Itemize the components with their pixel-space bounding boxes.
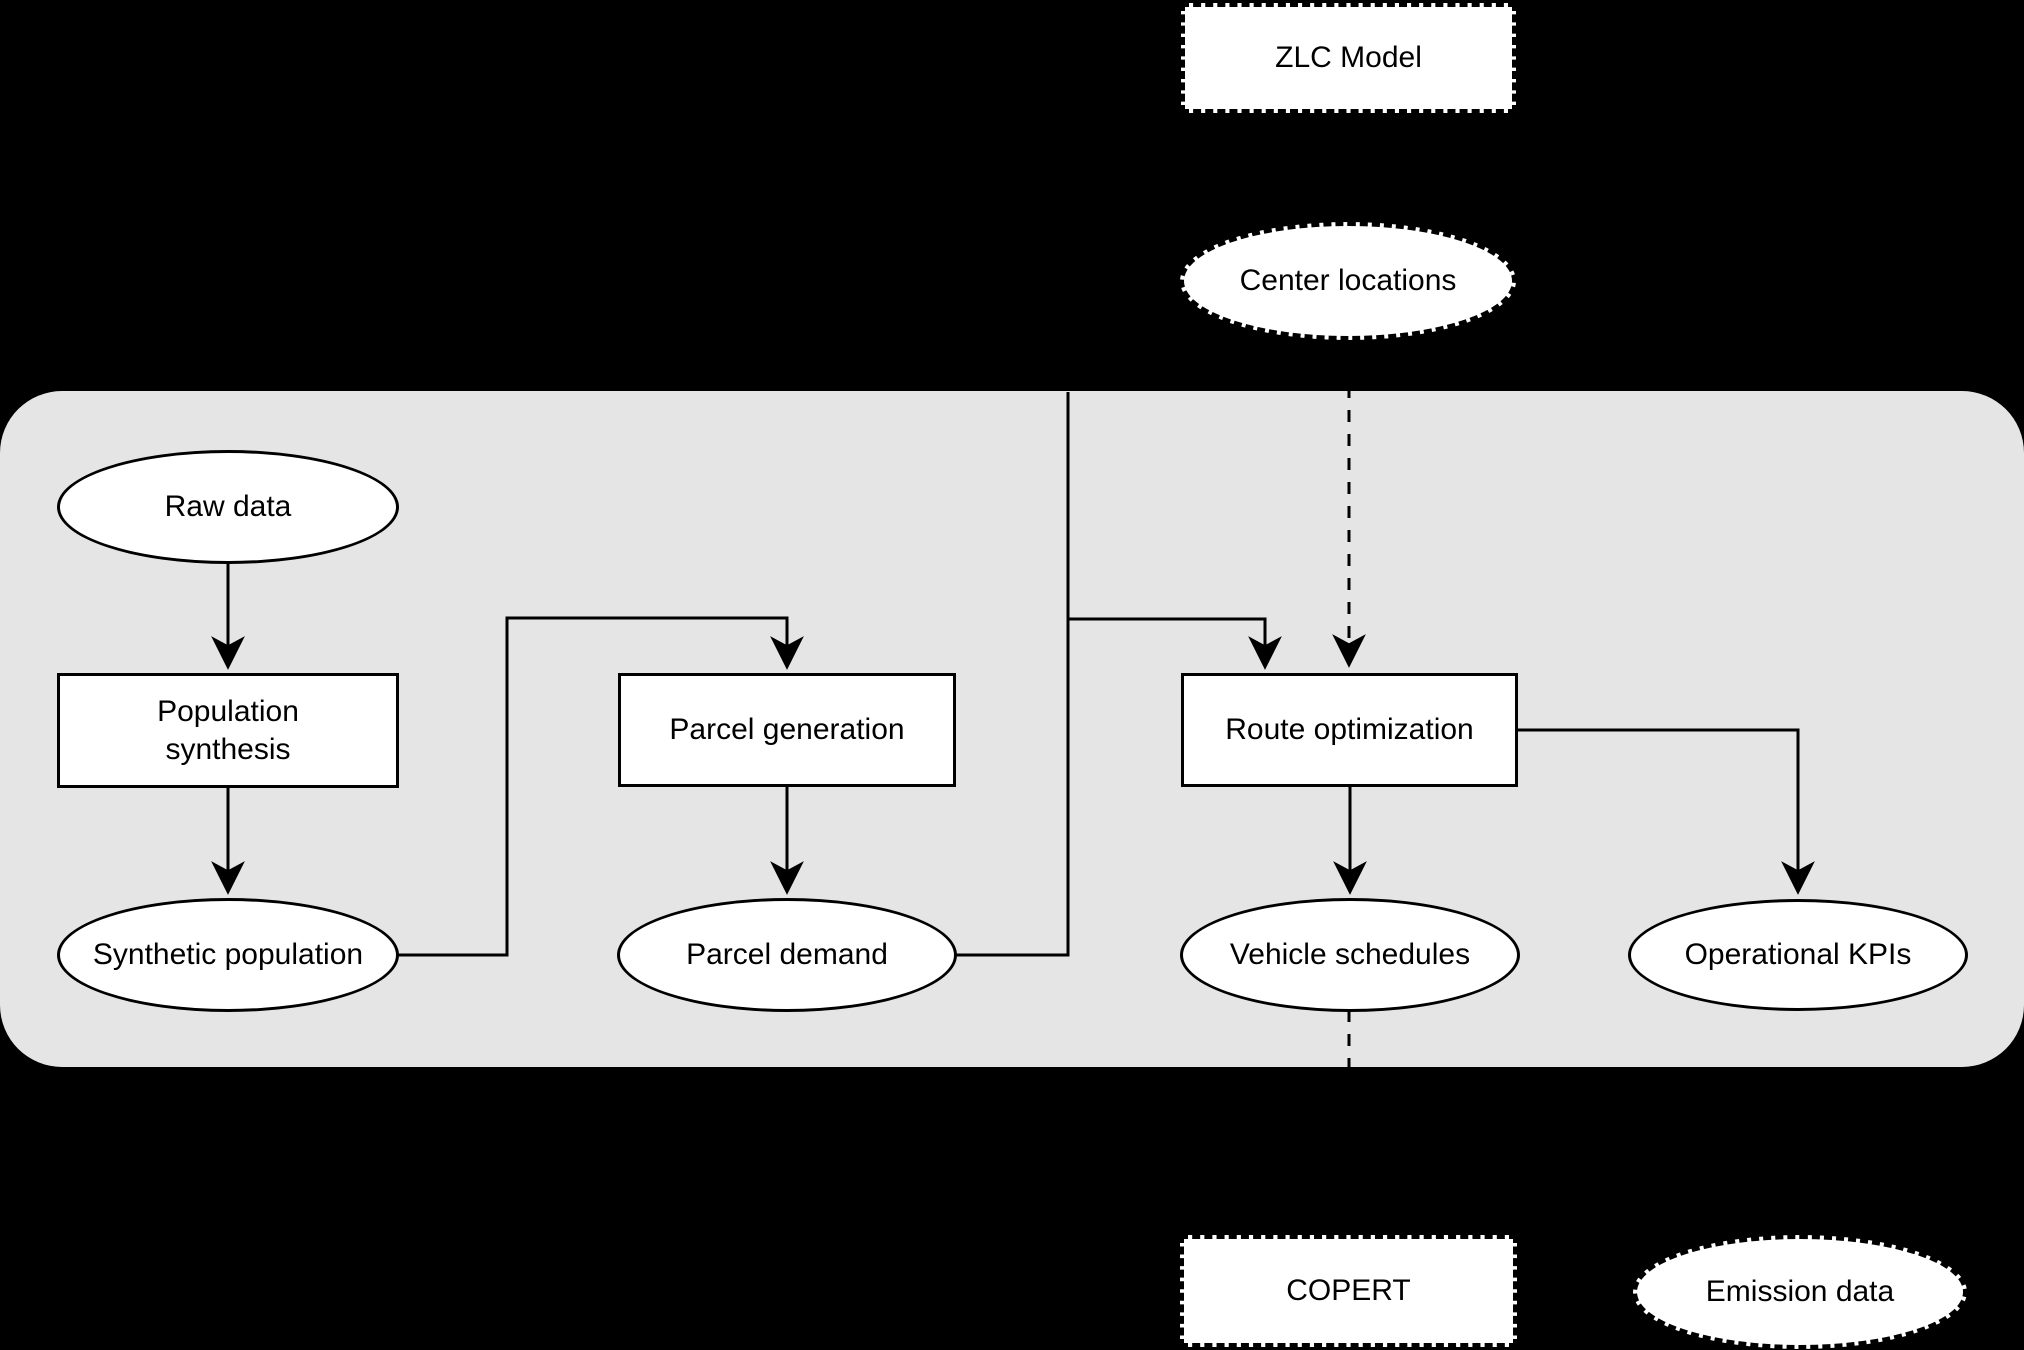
node-label-line1: Population bbox=[157, 694, 299, 728]
node-label: Raw data bbox=[164, 490, 292, 523]
node-label-line2: synthesis bbox=[165, 732, 291, 766]
node-center-locations: Center locations bbox=[1180, 222, 1516, 340]
node-vehicle-schedules: Vehicle schedules bbox=[1180, 898, 1520, 1012]
node-label: COPERT bbox=[1286, 1274, 1411, 1307]
node-zlc-model: ZLC Model bbox=[1181, 3, 1516, 113]
node-label: Route optimization bbox=[1225, 713, 1474, 746]
node-population-synthesis: Population synthesis bbox=[57, 673, 399, 788]
node-label: Emission data bbox=[1705, 1275, 1895, 1308]
edge-route-optimization-to-operational-kpis bbox=[1516, 728, 1815, 895]
edge-synthetic-population-to-parcel-generation bbox=[397, 616, 804, 957]
node-route-optimization: Route optimization bbox=[1181, 673, 1518, 787]
node-label: Synthetic population bbox=[92, 938, 364, 971]
node-label: ZLC Model bbox=[1275, 41, 1422, 74]
node-label: Operational KPIs bbox=[1684, 938, 1912, 971]
node-parcel-demand: Parcel demand bbox=[617, 898, 957, 1012]
node-label: Parcel demand bbox=[686, 938, 888, 971]
node-emission-data: Emission data bbox=[1633, 1235, 1967, 1349]
node-parcel-generation: Parcel generation bbox=[618, 673, 956, 787]
node-synthetic-population: Synthetic population bbox=[57, 898, 399, 1012]
edge-parcel-demand-to-route-optimization bbox=[1068, 617, 1282, 670]
node-raw-data: Raw data bbox=[57, 450, 399, 564]
edge-parcel-demand-riser bbox=[955, 392, 1070, 957]
node-label: Parcel generation bbox=[669, 713, 905, 746]
node-copert: COPERT bbox=[1180, 1235, 1517, 1347]
node-label: Population synthesis bbox=[157, 693, 299, 769]
node-operational-kpis: Operational KPIs bbox=[1628, 899, 1968, 1011]
node-label: Center locations bbox=[1239, 264, 1457, 297]
node-label: Vehicle schedules bbox=[1229, 938, 1471, 971]
